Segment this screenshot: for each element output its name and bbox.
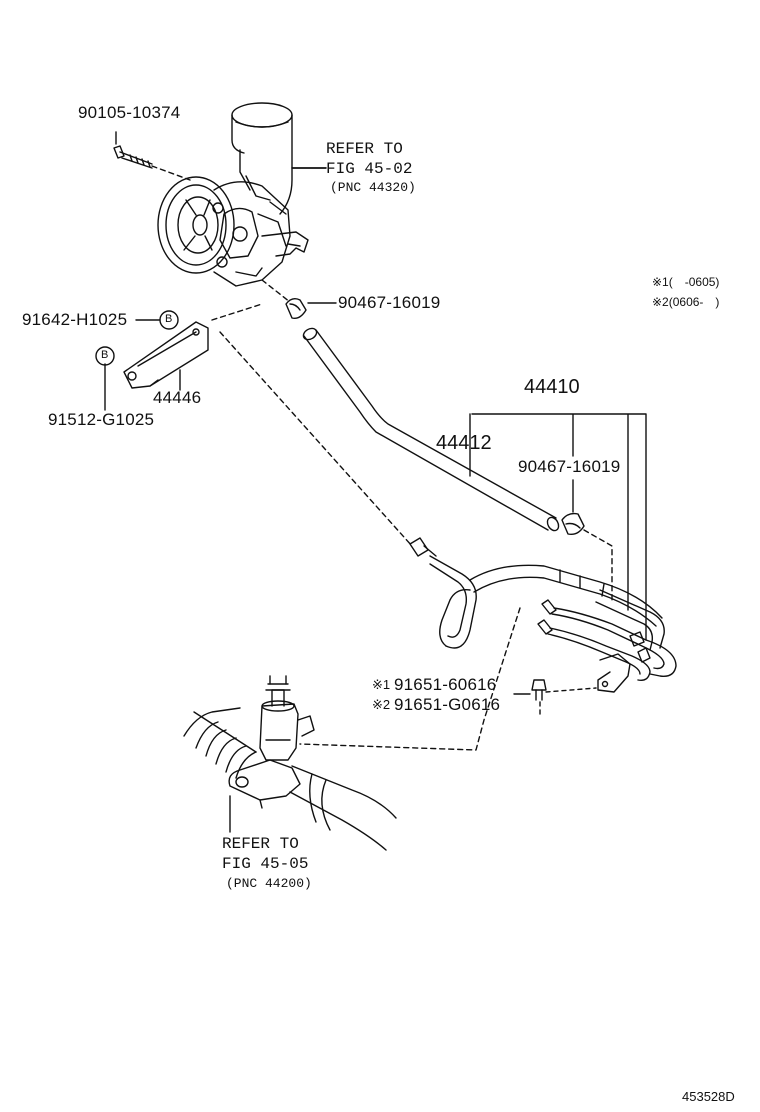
- power-steering-pump-drawing: [157, 102, 327, 287]
- marker-b-left: B: [101, 349, 109, 361]
- marker-b-circle-top: [159, 310, 179, 330]
- dash-tube-to-rack: [299, 607, 521, 751]
- bracket-44446-drawing: [123, 321, 209, 389]
- marker-b-circle-left: [95, 346, 115, 366]
- part-number-44410[interactable]: 44410: [524, 376, 580, 398]
- bolt-91651-drawing: [531, 679, 547, 701]
- figure-code: 453528D: [682, 1089, 735, 1104]
- part-number-90467-lower[interactable]: 90467-16019: [518, 457, 621, 476]
- dash-clamp-to-tube: [583, 529, 613, 601]
- refer-pnc-44320: (PNC 44320): [330, 180, 416, 195]
- refer-to-label-top: REFER TO: [326, 140, 403, 158]
- part-number-91642[interactable]: 91642-H1025: [22, 310, 128, 329]
- marker-note-2: ※2: [372, 697, 391, 712]
- refer-fig-45-05[interactable]: FIG 45-05: [222, 855, 309, 873]
- leader-44410: [471, 413, 647, 641]
- part-number-90105[interactable]: 90105-10374: [78, 103, 181, 122]
- clamp-90467-lower-drawing: [561, 512, 585, 536]
- part-number-44446[interactable]: 44446: [153, 388, 202, 407]
- marker-b-top: B: [165, 313, 173, 325]
- refer-to-label-bottom: REFER TO: [222, 835, 299, 853]
- part-number-91512[interactable]: 91512-G1025: [48, 410, 155, 429]
- bolt-90105-drawing: [113, 145, 153, 169]
- part-number-90467-top[interactable]: 90467-16019: [338, 293, 441, 312]
- steering-rack-drawing: [183, 675, 397, 851]
- applicability-note-1: ※1( -0605): [652, 275, 720, 289]
- applicability-note-2: ※2(0606- ): [652, 295, 720, 309]
- return-hose-44412-drawing: [302, 327, 560, 532]
- refer-pnc-44200: (PNC 44200): [226, 876, 312, 891]
- refer-fig-45-02[interactable]: FIG 45-02: [326, 160, 413, 178]
- part-number-91651-60616[interactable]: 91651-60616: [394, 675, 497, 694]
- dash-pump-to-clamp: [261, 279, 291, 303]
- clamp-90467-top-drawing: [285, 297, 307, 320]
- dash-pump-to-pressure-tube: [219, 331, 413, 547]
- marker-note-1: ※1: [372, 677, 391, 692]
- dash-bolt-to-pump: [151, 165, 191, 181]
- part-number-44412[interactable]: 44412: [436, 432, 492, 454]
- dash-bracket-to-pump: [211, 303, 263, 321]
- tube-assembly-44410-drawing: [409, 537, 677, 693]
- part-number-91651-g0616[interactable]: 91651-G0616: [394, 695, 501, 714]
- dash-bolt-to-bracket: [539, 687, 597, 717]
